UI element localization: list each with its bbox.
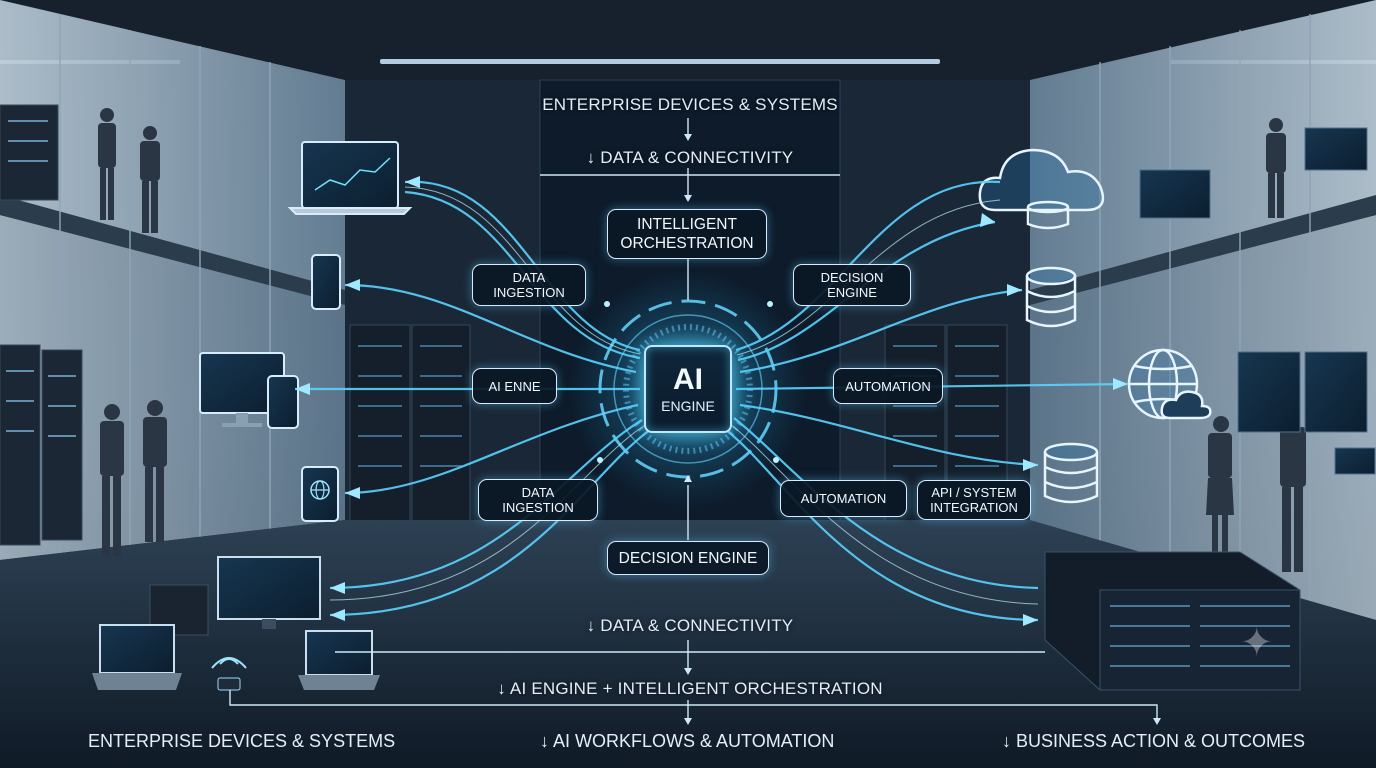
decision-engine-bottom-node: DECISION ENGINE [607, 541, 769, 575]
core-label-engine: ENGINE [661, 397, 715, 414]
right-office-monitors [1139, 127, 1376, 475]
cloud-icon [978, 148, 1105, 212]
automation-right-node: AUTOMATION [833, 368, 943, 404]
node-label-line2: ENGINE [827, 285, 877, 300]
front-left-devices [92, 556, 380, 691]
front-right-server-racks [1044, 551, 1301, 691]
database-icon [1043, 442, 1099, 504]
node-label-line2: ORCHESTRATION [620, 235, 754, 252]
node-label-line2: INGESTION [493, 285, 565, 300]
node-label-line1: DECISION [820, 270, 884, 285]
node-label-line2: INGESTION [502, 500, 574, 515]
left-lower-glass-office [0, 215, 345, 560]
top-connectors [229, 118, 1158, 720]
flow-arrowheads [295, 176, 1128, 626]
automation-bottom-node: AUTOMATION [780, 480, 907, 517]
node-label-line1: DATA [521, 485, 555, 500]
wifi-router-icon [217, 677, 241, 691]
laptop-icon [99, 624, 175, 674]
right-icons [978, 148, 1212, 504]
node-label-line1: API / SYSTEM [931, 485, 1017, 500]
bottom-center-label: ↓ AI WORKFLOWS & AUTOMATION [540, 731, 835, 751]
ai-engine-core: AI ENGINE [644, 345, 732, 433]
top-connectivity: ↓ DATA & CONNECTIVITY [586, 148, 794, 167]
monitor-icon [217, 556, 321, 620]
sparkle-icon: ✦ [1240, 621, 1274, 665]
node-label-line1: DATA [512, 270, 546, 285]
node-label-line2: INTEGRATION [930, 500, 1018, 515]
node-label-line1: INTELLIGENT [637, 216, 737, 233]
laptop-icon [301, 141, 399, 209]
bottom-left-label: ENTERPRISE DEVICES & SYSTEMS [88, 731, 396, 751]
tablet-icon [301, 466, 339, 522]
left-device-icons [199, 141, 413, 522]
smartphone-icon [311, 254, 341, 310]
database-icon [1025, 266, 1077, 328]
top-title: ENTERPRISE DEVICES & SYSTEMS [542, 95, 838, 114]
ai-enne-node: AI ENNE [472, 368, 557, 404]
lower-orchestration: ↓ AI ENGINE + INTELLIGENT ORCHESTRATION [497, 679, 883, 698]
bottom-right-label: ↓ BUSINESS ACTION & OUTCOMES [1002, 731, 1306, 751]
core-label-ai: AI [673, 362, 703, 396]
ceiling-light [380, 59, 940, 64]
smartphone-icon [267, 375, 299, 429]
intelligent-orchestration-node: INTELLIGENT ORCHESTRATION [607, 209, 767, 259]
laptop-icon [305, 630, 373, 676]
cloud-icon [1160, 390, 1212, 420]
people [98, 108, 1306, 572]
lower-connectivity: ↓ DATA & CONNECTIVITY [586, 616, 794, 635]
